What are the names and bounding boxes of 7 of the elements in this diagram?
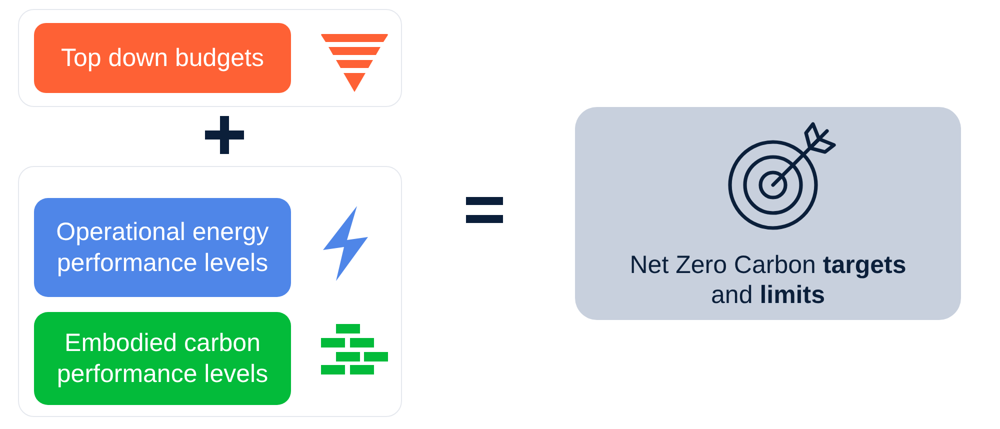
group-panel <box>18 166 402 417</box>
result-card <box>575 107 961 320</box>
category-box: Operational energy performance levels <box>34 198 291 297</box>
group-panel <box>18 9 402 107</box>
result-text: Net Zero Carbon targets and limits <box>628 250 908 310</box>
category-box: Top down budgets <box>34 23 291 93</box>
category-box: Embodied carbon performance levels <box>34 312 291 405</box>
